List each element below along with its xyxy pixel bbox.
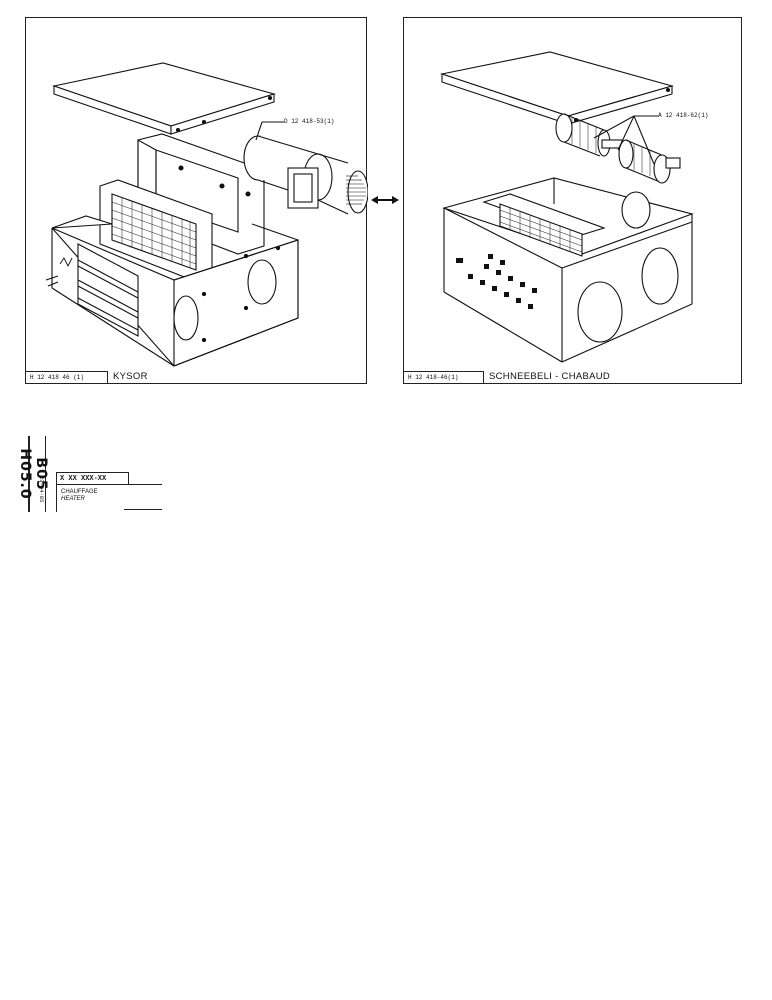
kysor-maker-label: KYSOR: [113, 371, 148, 382]
schneebeli-heater-panel: A 12 418-62(1) H 12 418-46(1) SCHNEEBELI…: [403, 17, 742, 384]
schneebeli-fan-tubes: [555, 113, 681, 184]
schneebeli-housing: [442, 177, 694, 363]
kysor-reference-code: H 12 418 46 (1): [26, 371, 108, 383]
title-block: B05 H05.0 23-04-85 X XX XXX-XX CHAUFFAGE…: [17, 436, 168, 514]
part-number: X XX XXX-XX: [60, 475, 107, 483]
revision-date: 23-04-85: [38, 476, 45, 503]
schneebeli-maker-label: SCHNEEBELI - CHABAUD: [489, 371, 611, 382]
kysor-blower-callout: D 12 418-53(1): [284, 118, 335, 125]
kysor-heater-panel: D 12 418-53(1) H 12 418 46 (1) KYSOR: [25, 17, 368, 384]
schneebeli-lid: [439, 51, 675, 125]
caption-english: HEATER: [61, 496, 85, 502]
schneebeli-fan-callout: A 12 418-62(1): [658, 112, 709, 119]
interchangeable-arrow-icon: [371, 196, 399, 204]
kysor-housing: [45, 215, 299, 367]
kysor-blower-unit: [243, 121, 368, 215]
kysor-heater-drawing: [45, 62, 368, 367]
caption-french: CHAUFFAGE: [61, 489, 98, 495]
schneebeli-reference-code: H 12 418-46(1): [404, 371, 484, 383]
schneebeli-heater-drawing: [439, 51, 694, 363]
kysor-lid: [51, 62, 276, 135]
